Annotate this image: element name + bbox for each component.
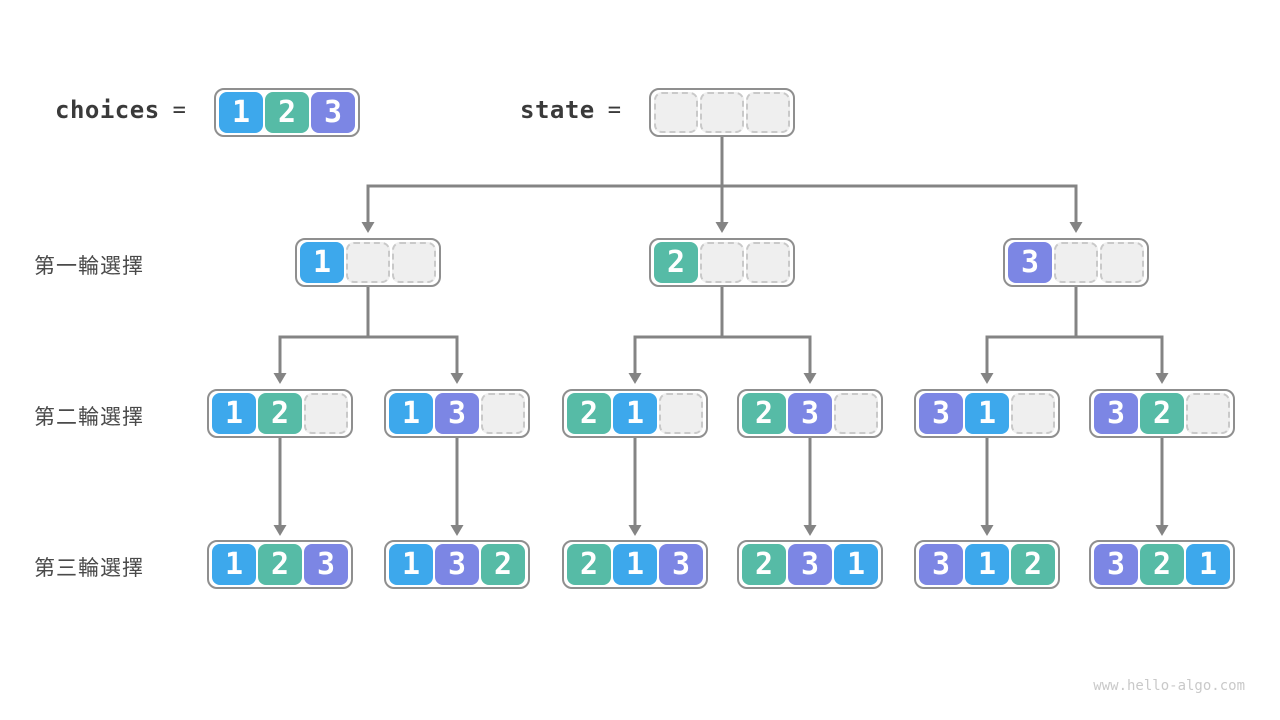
empty-cell (700, 242, 744, 283)
value-cell-2: 2 (1140, 393, 1184, 434)
arrow-head (273, 525, 287, 536)
arrow-head (628, 525, 642, 536)
value-cell-1: 1 (1186, 544, 1230, 585)
state-label: state (520, 96, 595, 124)
equals-sign: = (172, 97, 187, 123)
value-cell-3: 3 (659, 544, 703, 585)
value-cell-2: 2 (265, 92, 309, 133)
empty-cell (346, 242, 390, 283)
arrow-head (450, 373, 464, 384)
value-cell-3: 3 (788, 393, 832, 434)
tree-node-round1-3: 3 (1003, 238, 1149, 287)
arrow-head (450, 525, 464, 536)
value-cell-1: 1 (389, 544, 433, 585)
value-cell-1: 1 (212, 393, 256, 434)
empty-cell (1054, 242, 1098, 283)
empty-cell (1186, 393, 1230, 434)
equals-sign: = (607, 97, 622, 123)
arrow-head (1155, 373, 1169, 384)
value-cell-2: 2 (742, 544, 786, 585)
value-cell-1: 1 (613, 544, 657, 585)
value-cell-1: 1 (965, 393, 1009, 434)
value-cell-2: 2 (654, 242, 698, 283)
empty-cell (746, 92, 790, 133)
choices-label: choices (55, 96, 160, 124)
value-cell-1: 1 (219, 92, 263, 133)
row-label-round-3: 第三輪選擇 (34, 557, 144, 580)
value-cell-3: 3 (919, 393, 963, 434)
value-cell-1: 1 (834, 544, 878, 585)
arrow-head (273, 373, 287, 384)
arrow-head (1069, 222, 1083, 233)
value-cell-2: 2 (742, 393, 786, 434)
value-cell-2: 2 (567, 393, 611, 434)
arrow-head (980, 525, 994, 536)
value-cell-2: 2 (1011, 544, 1055, 585)
value-cell-3: 3 (311, 92, 355, 133)
tree-node-round1-2: 2 (649, 238, 795, 287)
state-expression: state = (520, 96, 622, 124)
arrow-head (803, 373, 817, 384)
row-label-round-2: 第二輪選擇 (34, 406, 144, 429)
value-cell-1: 1 (613, 393, 657, 434)
arrow-head (803, 525, 817, 536)
empty-cell (304, 393, 348, 434)
empty-cell (392, 242, 436, 283)
value-cell-3: 3 (435, 544, 479, 585)
value-cell-2: 2 (567, 544, 611, 585)
empty-cell (746, 242, 790, 283)
empty-cell (654, 92, 698, 133)
empty-cell (1011, 393, 1055, 434)
arrow-head (980, 373, 994, 384)
value-cell-1: 1 (965, 544, 1009, 585)
row-label-round-1: 第一輪選擇 (34, 255, 144, 278)
empty-cell (1100, 242, 1144, 283)
value-cell-2: 2 (481, 544, 525, 585)
value-cell-2: 2 (258, 393, 302, 434)
empty-cell (834, 393, 878, 434)
value-cell-3: 3 (304, 544, 348, 585)
watermark: www.hello-algo.com (1093, 678, 1245, 694)
value-cell-3: 3 (788, 544, 832, 585)
arrow-head (1155, 525, 1169, 536)
empty-cell (481, 393, 525, 434)
value-cell-2: 2 (258, 544, 302, 585)
value-cell-3: 3 (1094, 393, 1138, 434)
empty-cell (659, 393, 703, 434)
choices-expression: choices = (55, 96, 186, 124)
value-cell-3: 3 (435, 393, 479, 434)
state-array (649, 88, 795, 137)
value-cell-1: 1 (300, 242, 344, 283)
value-cell-1: 1 (389, 393, 433, 434)
arrow-head (715, 222, 729, 233)
value-cell-3: 3 (1008, 242, 1052, 283)
empty-cell (700, 92, 744, 133)
tree-node-round1-1: 1 (295, 238, 441, 287)
value-cell-3: 3 (1094, 544, 1138, 585)
arrow-head (628, 373, 642, 384)
arrow-head (361, 222, 375, 233)
value-cell-2: 2 (1140, 544, 1184, 585)
value-cell-3: 3 (919, 544, 963, 585)
value-cell-1: 1 (212, 544, 256, 585)
